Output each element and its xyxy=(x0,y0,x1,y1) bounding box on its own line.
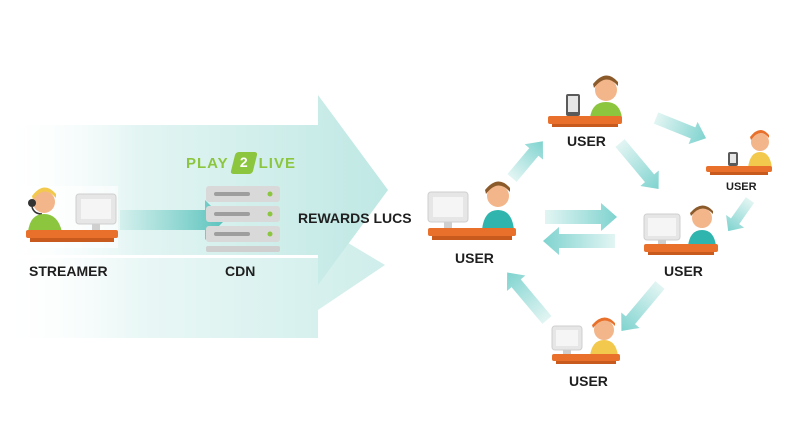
arrow-top-to-right xyxy=(615,139,659,189)
user-top-icon xyxy=(548,75,622,127)
streamer-label: STREAMER xyxy=(29,263,108,279)
user-far-right-icon xyxy=(706,129,772,175)
arrow-top-to-far-right xyxy=(653,112,707,145)
streamer-to-cdn-arrow xyxy=(120,200,225,240)
brand-play-text: PLAY xyxy=(186,154,229,172)
user-right-label: USER xyxy=(664,263,703,279)
user-center-icon xyxy=(427,181,516,240)
cdn-label: CDN xyxy=(225,263,256,279)
brand-mark-text: 2 xyxy=(239,154,249,170)
brand-live-text: LIVE xyxy=(258,154,296,172)
play2live-logo: PLAY 2 LIVE xyxy=(186,152,296,174)
arrow-center-to-right xyxy=(545,203,617,231)
server-rack-icon xyxy=(206,186,280,252)
arrow-bottom-to-center xyxy=(506,272,552,324)
arrow-right-to-bottom xyxy=(621,281,665,331)
user-bottom-icon xyxy=(551,317,620,364)
user-far-right-label: USER xyxy=(726,181,757,193)
brand-mark-icon: 2 xyxy=(229,152,258,174)
arrow-center-to-top xyxy=(507,141,544,182)
user-top-label: USER xyxy=(567,133,606,149)
streamer-icon xyxy=(20,186,118,248)
user-center-label: USER xyxy=(455,250,494,266)
lower-flow-band xyxy=(0,225,385,338)
rewards-label: REWARDS LUCS xyxy=(298,210,412,226)
user-right-icon xyxy=(643,205,718,255)
user-bottom-label: USER xyxy=(569,373,608,389)
arrow-far-right-to-right xyxy=(726,197,755,232)
arrow-right-to-center xyxy=(543,227,615,255)
